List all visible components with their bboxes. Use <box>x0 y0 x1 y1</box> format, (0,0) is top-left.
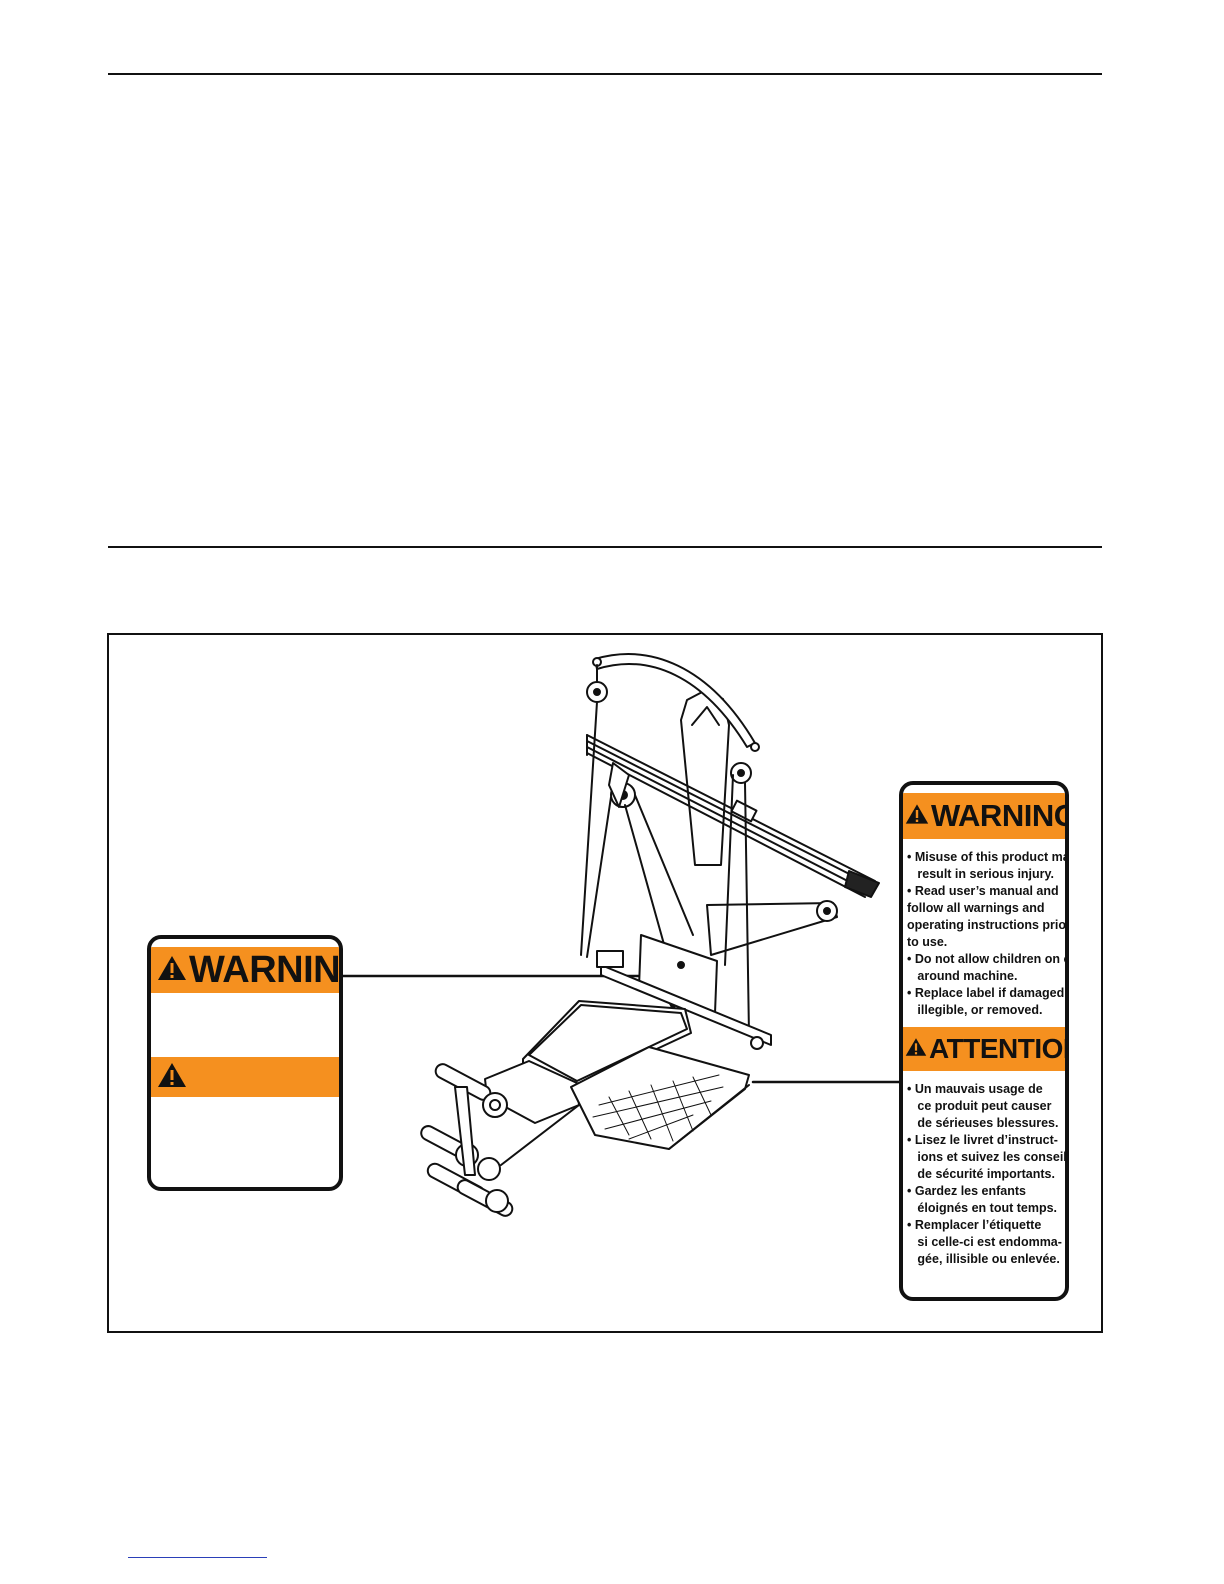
left-cable-pulley <box>580 701 694 958</box>
small-warning-heading-band: WARNING <box>151 947 339 993</box>
attention-line: si celle-ci est endomma- <box>907 1235 1062 1249</box>
small-label-blank-area <box>151 993 339 1057</box>
seat-pad <box>522 1000 692 1088</box>
warning-text: • Misuse of this product may result in s… <box>903 839 1065 1019</box>
attention-line: ce produit peut causer <box>907 1099 1052 1113</box>
right-pulley-lower <box>816 900 838 922</box>
warning-line: to use. <box>907 935 948 949</box>
large-warning-heading-band: WARNING <box>903 793 1065 839</box>
small-warning-second-band <box>151 1057 339 1097</box>
lower-crossbar <box>706 902 838 956</box>
attention-heading-band: ATTENTION <box>903 1027 1065 1071</box>
attention-text: • Un mauvais usage de ce produit peut ca… <box>903 1071 1065 1268</box>
attention-line: • Remplacer l’étiquette <box>907 1218 1042 1232</box>
attention-heading: ATTENTION <box>929 1033 1069 1064</box>
warning-triangle-icon <box>157 949 187 992</box>
top-arm <box>594 653 756 748</box>
warning-line: • Misuse of this product may <box>907 850 1069 864</box>
warning-triangle-icon <box>157 1061 187 1094</box>
attention-line: de sécurité importants. <box>907 1167 1055 1181</box>
label-placement-figure: WARNING WARNING • Misuse of this product… <box>107 633 1103 1333</box>
attention-line: • Gardez les enfants <box>907 1184 1027 1198</box>
top-rule <box>108 73 1102 75</box>
attention-line: ions et suivez les conseils <box>907 1150 1069 1164</box>
home-gym-illustration <box>341 653 903 1217</box>
top-left-pulley <box>586 664 608 703</box>
warning-line: operating instructions prior <box>907 918 1069 932</box>
warning-triangle-icon <box>905 798 929 834</box>
upright-post <box>680 689 730 866</box>
small-warning-heading: WARNING <box>189 948 341 991</box>
warning-line: follow all warnings and <box>907 901 1045 915</box>
warning-line: • Do not allow children on or <box>907 952 1069 966</box>
warning-line: illegible, or removed. <box>907 1003 1043 1017</box>
warning-line: • Read user’s manual and <box>907 884 1059 898</box>
attention-line: gée, illisible ou enlevée. <box>907 1252 1060 1266</box>
warning-line: around machine. <box>907 969 1018 983</box>
foot-platform <box>570 1046 750 1150</box>
small-warning-label: WARNING <box>147 935 343 1191</box>
warning-triangle-icon <box>905 1033 927 1065</box>
warning-line: • Replace label if damaged, <box>907 986 1068 1000</box>
warning-line: result in serious injury. <box>907 867 1055 881</box>
large-warning-heading: WARNING <box>931 798 1069 833</box>
link-underline[interactable] <box>128 1557 267 1558</box>
attention-line: de sérieuses blessures. <box>907 1116 1059 1130</box>
leg-roller-assembly <box>420 1063 580 1217</box>
attention-line: • Lisez le livret d’instruct- <box>907 1133 1058 1147</box>
top-right-pulley <box>730 762 752 784</box>
spine-rail <box>600 964 772 1046</box>
large-warning-label: WARNING • Misuse of this product may res… <box>899 781 1069 1301</box>
power-rods <box>586 734 880 898</box>
attention-line: éloignés en tout temps. <box>907 1201 1058 1215</box>
attention-line: • Un mauvais usage de <box>907 1082 1043 1096</box>
section-rule <box>108 546 1102 548</box>
